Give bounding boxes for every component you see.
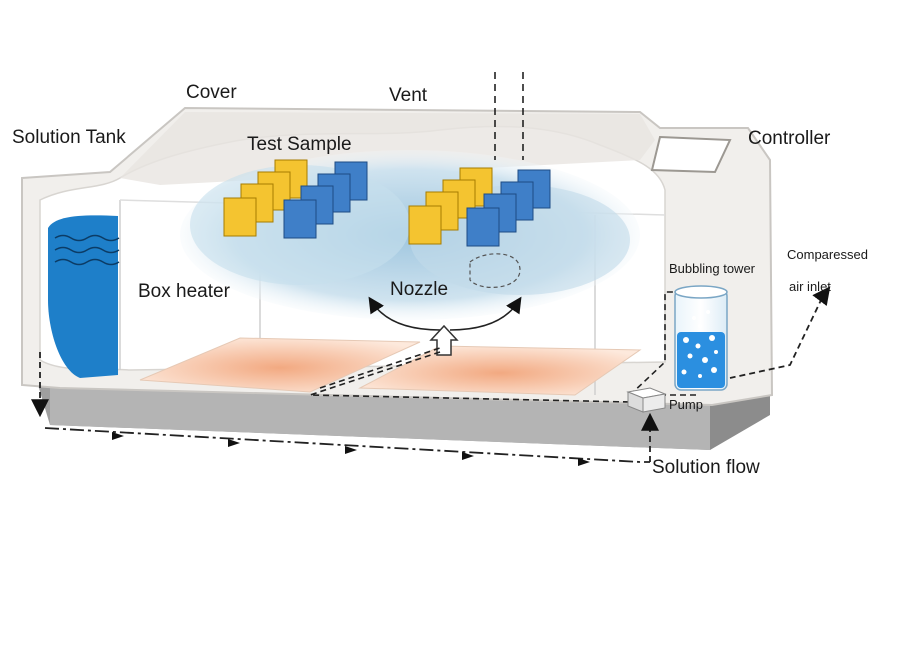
label-solution-tank: Solution Tank bbox=[12, 127, 126, 148]
label-solution-flow: Solution flow bbox=[652, 457, 760, 478]
box-heater bbox=[139, 337, 642, 396]
solution-tank bbox=[48, 215, 120, 378]
controller-panel bbox=[650, 135, 732, 174]
nozzle bbox=[368, 253, 522, 356]
label-compressed-air-line2: air inlet bbox=[789, 279, 831, 294]
label-vent: Vent bbox=[389, 85, 428, 106]
flow-arrow-icon bbox=[812, 286, 831, 307]
label-test-sample: Test Sample bbox=[247, 134, 352, 155]
spray-arrow-icon bbox=[368, 296, 441, 331]
bubble-icon bbox=[681, 310, 718, 378]
label-nozzle: Nozzle bbox=[390, 279, 449, 300]
label-cover: Cover bbox=[186, 82, 237, 103]
label-controller: Controller bbox=[748, 128, 831, 149]
solution-pipes bbox=[309, 291, 700, 403]
air-inlet-line bbox=[729, 297, 823, 379]
label-bubbling-tower: Bubbling tower bbox=[669, 261, 755, 276]
label-box-heater: Box heater bbox=[138, 281, 230, 302]
test-samples-right bbox=[408, 167, 551, 247]
label-pump: Pump bbox=[669, 397, 703, 412]
test-samples-left bbox=[223, 159, 368, 239]
vent-pipe bbox=[494, 72, 524, 160]
spray-arrow-icon bbox=[449, 296, 522, 331]
bubbling-tower bbox=[674, 285, 728, 391]
pump bbox=[626, 387, 667, 462]
label-compressed-air-line1: Comparessed bbox=[787, 247, 868, 262]
solution-flow-line bbox=[31, 352, 650, 466]
